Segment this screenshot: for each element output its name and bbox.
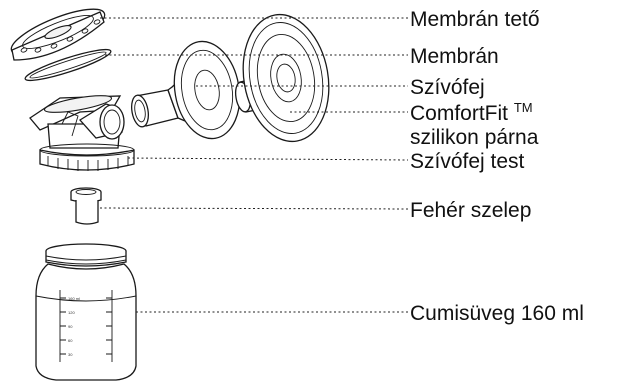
breast-shield-drawing xyxy=(129,36,247,144)
label-membrane-cap: Membrán tető xyxy=(410,8,540,31)
bottle-mark-60: 60 xyxy=(68,338,73,343)
label-white-valve: Fehér szelep xyxy=(410,199,531,222)
comfortfit-cushion-drawing xyxy=(234,8,339,149)
label-membrane: Membrán xyxy=(410,45,499,68)
leader-pump-body xyxy=(128,158,408,160)
part-labels: Membrán tető Membrán Szívófej ComfortFit… xyxy=(410,8,584,325)
label-breast-shield: Szívófej xyxy=(410,76,485,99)
bottle-mark-160: 160 ml xyxy=(68,296,80,301)
label-comfortfit-line2: szilikon párna xyxy=(410,126,539,149)
white-valve-drawing xyxy=(71,188,101,224)
label-pump-body: Szívófej test xyxy=(410,150,525,173)
leader-white-valve xyxy=(100,208,408,209)
label-comfortfit-name: ComfortFit xyxy=(410,102,508,125)
label-comfortfit: ComfortFit TM xyxy=(410,100,533,125)
label-bottle: Cumisüveg 160 ml xyxy=(410,302,584,325)
pump-body-drawing xyxy=(30,92,134,171)
bottle-mark-120: 120 xyxy=(68,310,75,315)
bottle-drawing: 160 ml 120 90 60 30 xyxy=(36,244,136,380)
bottle-mark-90: 90 xyxy=(68,324,73,329)
label-comfortfit-tm: TM xyxy=(514,100,533,115)
bottle-mark-30: 30 xyxy=(68,352,73,357)
